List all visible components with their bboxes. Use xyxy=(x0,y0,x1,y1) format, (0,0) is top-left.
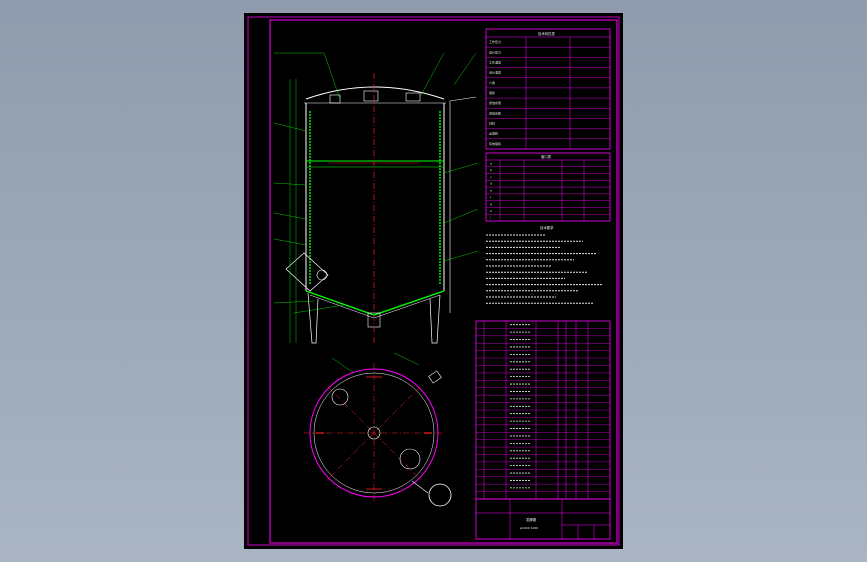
bill-of-materials xyxy=(475,320,611,500)
nozzle-row-label: b xyxy=(490,168,492,172)
nozzle-row-label: g xyxy=(490,202,492,206)
tech-row-label: 工作温度 xyxy=(489,59,501,64)
bom-rows xyxy=(476,324,610,492)
tech-row-label: 有效容积 xyxy=(489,141,501,146)
tech-row-label: 材料 xyxy=(489,121,495,126)
tech-table-title: 技术特性表 xyxy=(538,31,556,36)
drawing-canvas: 技术特性表 工作压力设计压力工作温度设计温度介质容积腐蚀余量焊缝系数材料全容积有… xyxy=(247,16,620,546)
vessel-elevation xyxy=(273,52,479,344)
nozzle-row-label: c xyxy=(490,175,492,179)
vessel-plan-view xyxy=(304,352,452,507)
notes-text-lines xyxy=(486,234,602,304)
notes-title: 技术要求 xyxy=(540,225,554,230)
nozzle-table-title: 管口表 xyxy=(541,154,552,159)
tech-row-label: 设计温度 xyxy=(489,70,501,75)
title-block-name: 发酵罐 xyxy=(526,517,537,522)
tech-row-label: 容积 xyxy=(489,90,495,95)
tech-row-label: 腐蚀余量 xyxy=(489,100,501,105)
nozzle-row-label: a xyxy=(490,161,492,165)
nozzle-row-label: i xyxy=(490,216,491,220)
nozzle-row-label: e xyxy=(490,189,492,193)
tech-row-label: 焊缝系数 xyxy=(489,110,501,115)
nozzle-row-label: d xyxy=(490,182,492,186)
title-block: 发酵罐 φ1000 1000 xyxy=(475,498,611,540)
technical-notes: 技术要求 xyxy=(486,225,602,304)
tech-row-label: 介质 xyxy=(489,80,495,85)
tech-row-label: 工作压力 xyxy=(489,39,501,44)
title-block-code: φ1000 1000 xyxy=(520,526,538,530)
cad-drawing-viewport[interactable]: 技术特性表 工作压力设计压力工作温度设计温度介质容积腐蚀余量焊缝系数材料全容积有… xyxy=(244,13,623,549)
drawing-frame xyxy=(247,16,620,546)
tech-row-label: 设计压力 xyxy=(489,49,501,54)
nozzle-row-label: h xyxy=(490,209,492,213)
nozzle-row-label: f xyxy=(490,195,492,199)
tech-row-label: 全容积 xyxy=(489,131,498,136)
technical-characteristics-table: 技术特性表 工作压力设计压力工作温度设计温度介质容积腐蚀余量焊缝系数材料全容积有… xyxy=(485,28,611,150)
